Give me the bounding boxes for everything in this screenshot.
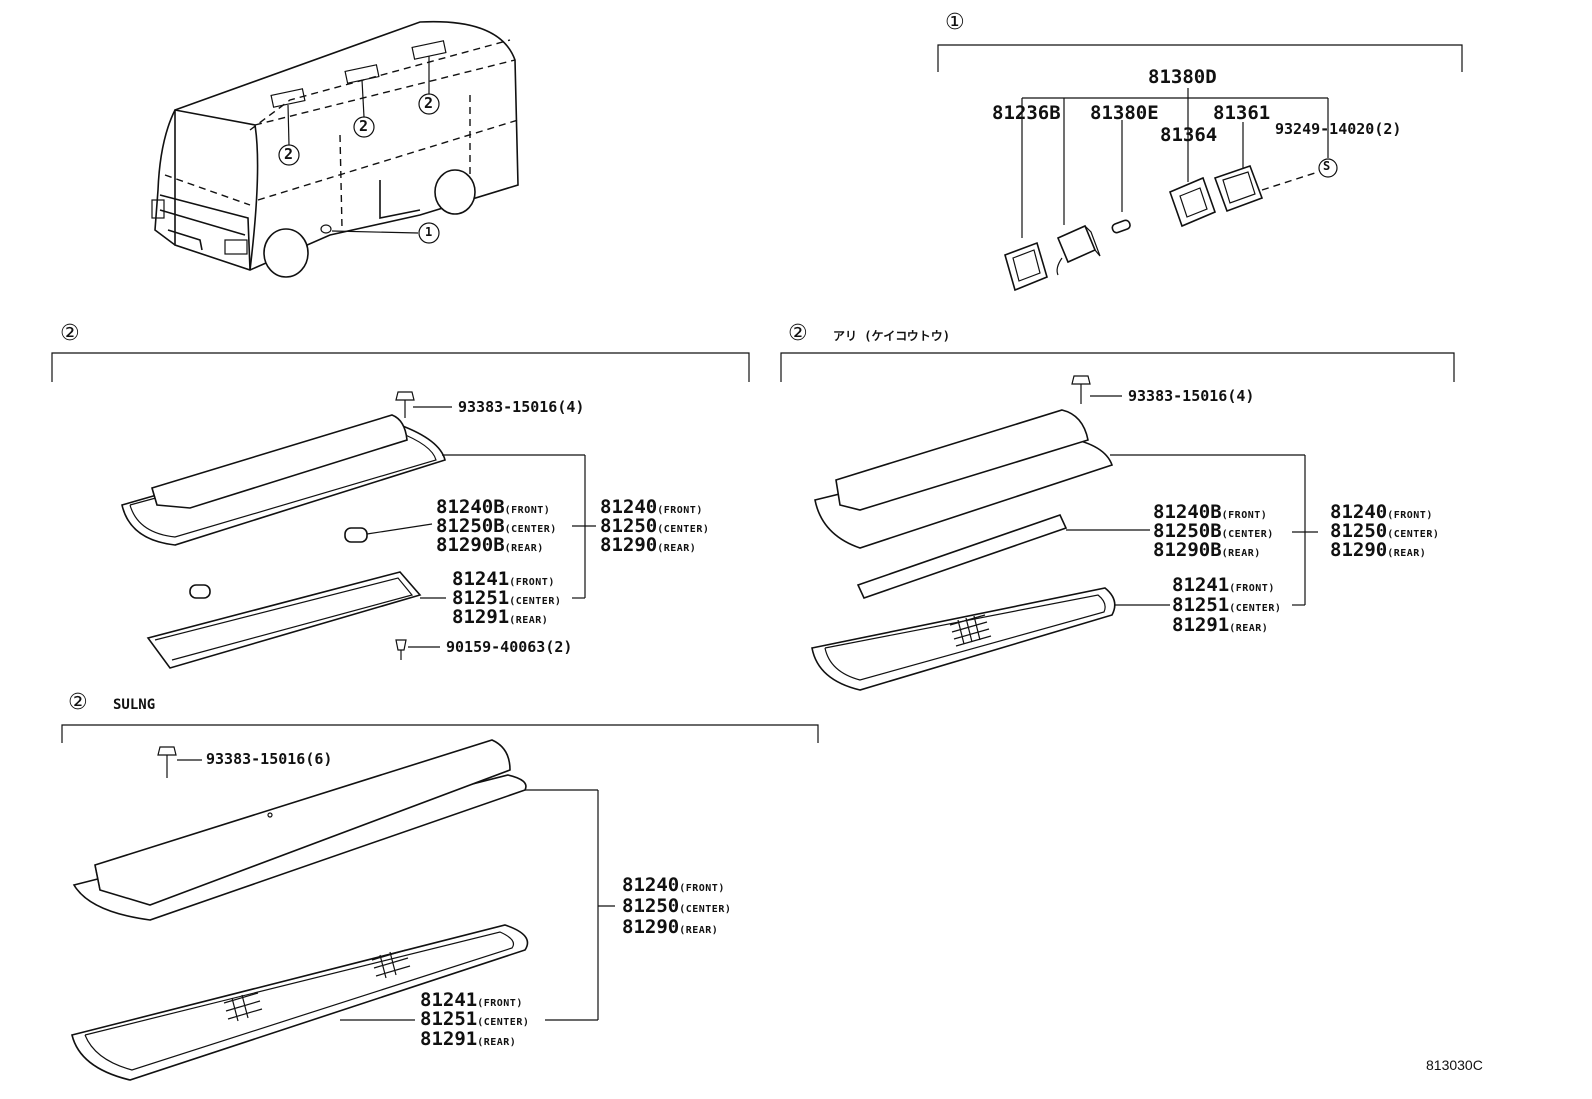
part-81241-c: 81241(FRONT) xyxy=(420,989,523,1011)
part-81241: 81241(FRONT) xyxy=(452,568,555,590)
vehicle-marker-2c: 2 xyxy=(424,94,434,112)
part-81250b-b: 81250B(CENTER) xyxy=(1153,520,1274,542)
part-81251-c: 81251(CENTER) xyxy=(420,1008,530,1030)
part-81290b-b: 81290B(REAR) xyxy=(1153,539,1261,561)
part-81251: 81251(CENTER) xyxy=(452,587,562,609)
diagram-code: 813030C xyxy=(1426,1057,1483,1073)
part-81250: 81250(CENTER) xyxy=(600,515,710,537)
part-81240b: 81240B(FRONT) xyxy=(436,496,551,518)
section-2a-marker: ② xyxy=(60,321,80,346)
vehicle-illustration xyxy=(151,20,519,278)
section-2c-note: SULNG xyxy=(113,697,156,713)
section-2b-marker: ② xyxy=(788,321,808,346)
screw-90159-40063-2: 90159-40063(2) xyxy=(446,638,573,656)
part-81240b-b: 81240B(FRONT) xyxy=(1153,501,1268,523)
section-2c-art xyxy=(61,724,819,1081)
part-81291-b: 81291(REAR) xyxy=(1172,614,1269,636)
part-81291: 81291(REAR) xyxy=(452,606,549,628)
s-symbol: S xyxy=(1323,159,1331,173)
vehicle-marker-1: 1 xyxy=(425,225,433,239)
screw-93383-15016-6: 93383-15016(6) xyxy=(206,750,333,768)
section-2b-note: アリ (ケイコウトウ) xyxy=(833,329,950,343)
part-81290-c: 81290(REAR) xyxy=(622,916,719,938)
vehicle-marker-2b: 2 xyxy=(359,117,369,135)
part-81241-b: 81241(FRONT) xyxy=(1172,574,1275,596)
part-81240-c: 81240(FRONT) xyxy=(622,874,725,896)
vehicle-marker-2a: 2 xyxy=(284,145,294,163)
section-1-marker: ① xyxy=(945,10,965,35)
section-2c-marker: ② xyxy=(68,690,88,715)
part-81250-c: 81250(CENTER) xyxy=(622,895,732,917)
screw-93383-15016-4: 93383-15016(4) xyxy=(458,398,585,416)
part-93249-14020: 93249-14020(2) xyxy=(1275,120,1402,138)
part-81240: 81240(FRONT) xyxy=(600,496,703,518)
part-81380d: 81380D xyxy=(1148,66,1217,88)
part-81364: 81364 xyxy=(1160,124,1218,146)
part-81290b: 81290B(REAR) xyxy=(436,534,544,556)
section-2b-art xyxy=(780,352,1455,691)
part-81236b: 81236B xyxy=(992,102,1061,124)
part-81251-b: 81251(CENTER) xyxy=(1172,594,1282,616)
part-81250b: 81250B(CENTER) xyxy=(436,515,557,537)
part-81380e: 81380E xyxy=(1090,102,1159,124)
part-81291-c: 81291(REAR) xyxy=(420,1028,517,1050)
part-81290: 81290(REAR) xyxy=(600,534,697,556)
screw-93383-15016-4-b: 93383-15016(4) xyxy=(1128,387,1255,405)
part-81361: 81361 xyxy=(1213,102,1271,124)
section-2a-art xyxy=(51,352,750,669)
part-81290-b: 81290(REAR) xyxy=(1330,539,1427,561)
section-1-art xyxy=(937,44,1463,292)
part-81250-b: 81250(CENTER) xyxy=(1330,520,1440,542)
part-81240-b: 81240(FRONT) xyxy=(1330,501,1433,523)
